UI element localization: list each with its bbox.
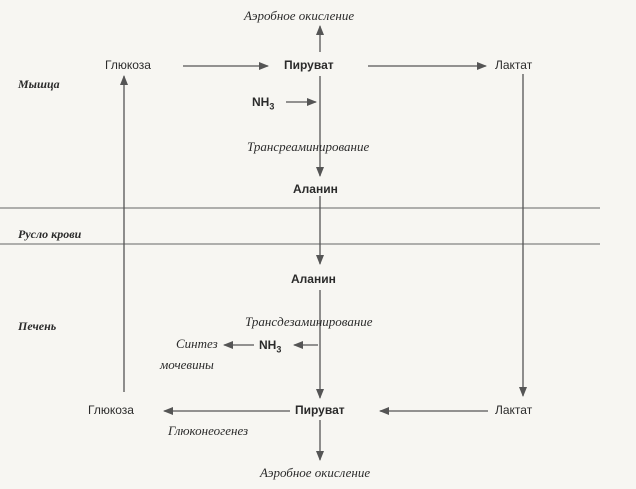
aerobic-oxidation-top: Аэробное окисление [244,8,355,23]
nh3-muscle: NH3 [252,94,274,114]
nh3-liver: NH3 [259,337,281,357]
glucose-muscle: Глюкоза [105,58,151,72]
lactate-muscle: Лактат [495,58,533,72]
zone-label-liver: Печень [18,319,57,333]
urea-synthesis-line1: Синтез [176,336,218,351]
alanine-liver: Аланин [291,272,336,286]
transdeamination-label: Трансдезаминирование [245,314,373,329]
glucose-liver: Глюкоза [88,403,134,417]
zone-label-blood: Русло крови [18,227,82,241]
urea-synthesis-line2: мочевины [160,357,214,372]
nh3-liver-subscript: 3 [276,344,282,355]
transamination-label: Трансреаминирование [247,139,370,154]
pyruvate-liver: Пируват [295,403,345,417]
nh3-muscle-subscript: 3 [269,101,275,112]
alanine-muscle: Аланин [293,182,338,196]
pyruvate-muscle: Пируват [284,58,334,72]
nh3-muscle-text: NH [252,95,270,109]
gluconeogenesis-label: Глюконеогенез [168,423,249,438]
zone-label-muscle: Мышца [18,77,60,91]
aerobic-oxidation-bottom: Аэробное окисление [260,465,371,480]
nh3-liver-text: NH [259,338,277,352]
lactate-liver: Лактат [495,403,533,417]
